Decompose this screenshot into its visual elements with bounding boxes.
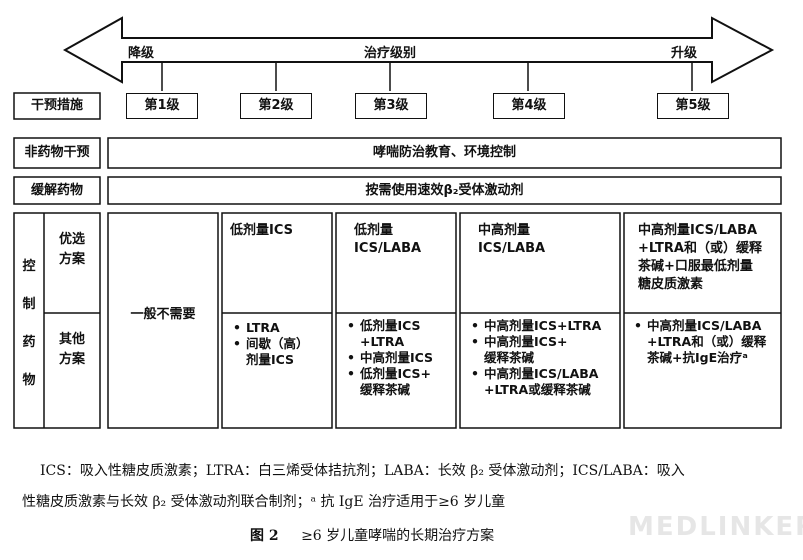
relief-header: 缓解药物 [30, 183, 83, 198]
list-item: 中高剂量ICS+ 缓释茶碱 [471, 334, 618, 366]
level-5-box: 第5级 [657, 93, 729, 119]
caption-text: ≥6 岁儿童哮喘的长期治疗方案 [301, 528, 495, 544]
control-char: 控 [22, 259, 36, 274]
control-drug-header: 控 制 药 物 [14, 248, 44, 400]
level-5-preferred: 中高剂量ICS/LABA +LTRA和（或）缓释 茶碱+口服最低剂量 糖皮质激素 [638, 223, 762, 292]
level-4-box: 第4级 [493, 93, 565, 119]
control-char: 制 [22, 297, 36, 312]
level-2-preferred: 低剂量ICS [230, 223, 293, 238]
level-2-other-list: LTRA 间歇（高） 剂量ICS [232, 320, 328, 368]
caption-label: 图 2 [250, 528, 279, 544]
downgrade-label: 降级 [128, 46, 155, 61]
relief-medication-text: 按需使用速效β₂受体激动剂 [365, 183, 524, 198]
level-1-control-text: 一般不需要 [130, 307, 196, 322]
preferred-plan-header: 优选 方案 [58, 232, 85, 267]
list-item: LTRA [233, 320, 328, 336]
footnote-line-2: 性糖皮质激素与长效 β₂ 受体激动剂联合制剂；ᵃ 抗 IgE 治疗适用于≥6 岁… [22, 494, 506, 510]
level-2-box: 第2级 [240, 93, 312, 119]
level-3-other-list: 低剂量ICS +LTRA 中高剂量ICS 低剂量ICS+ 缓释茶碱 [346, 318, 454, 398]
list-item: 低剂量ICS+ 缓释茶碱 [347, 366, 454, 398]
level-1-box: 第1级 [126, 93, 198, 119]
footnote-line-1: ICS：吸入性糖皮质激素；LTRA：白三烯受体拮抗剂；LABA：长效 β₂ 受体… [40, 463, 685, 479]
list-item: 中高剂量ICS+LTRA [471, 318, 618, 334]
control-char: 物 [22, 373, 36, 388]
figure-caption: 图 2 ≥6 岁儿童哮喘的长期治疗方案 [250, 525, 494, 545]
list-item: 中高剂量ICS [347, 350, 454, 366]
non-drug-header: 非药物干预 [24, 145, 90, 160]
level-3-box: 第3级 [355, 93, 427, 119]
level-4-other-list: 中高剂量ICS+LTRA 中高剂量ICS+ 缓释茶碱 中高剂量ICS/LABA … [470, 318, 618, 398]
upgrade-label: 升级 [671, 46, 698, 61]
control-char: 药 [22, 335, 36, 350]
level-3-preferred: 低剂量 ICS/LABA [354, 223, 422, 256]
list-item: 中高剂量ICS/LABA +LTRA和（或）缓释 茶碱+抗IgE治疗ᵃ [634, 318, 779, 366]
watermark: MEDLINKER [628, 512, 803, 542]
intervention-header: 干预措施 [30, 98, 83, 113]
list-item: 间歇（高） 剂量ICS [233, 336, 328, 368]
list-item: 中高剂量ICS/LABA +LTRA或缓释茶碱 [471, 366, 618, 398]
list-item: 低剂量ICS +LTRA [347, 318, 454, 350]
non-drug-intervention-text: 哮喘防治教育、环境控制 [372, 145, 516, 160]
other-plan-header: 其他 方案 [58, 332, 85, 367]
treatment-level-label: 治疗级别 [364, 46, 417, 61]
level-5-other-list: 中高剂量ICS/LABA +LTRA和（或）缓释 茶碱+抗IgE治疗ᵃ [633, 318, 779, 366]
level-4-preferred: 中高剂量 ICS/LABA [478, 223, 546, 256]
